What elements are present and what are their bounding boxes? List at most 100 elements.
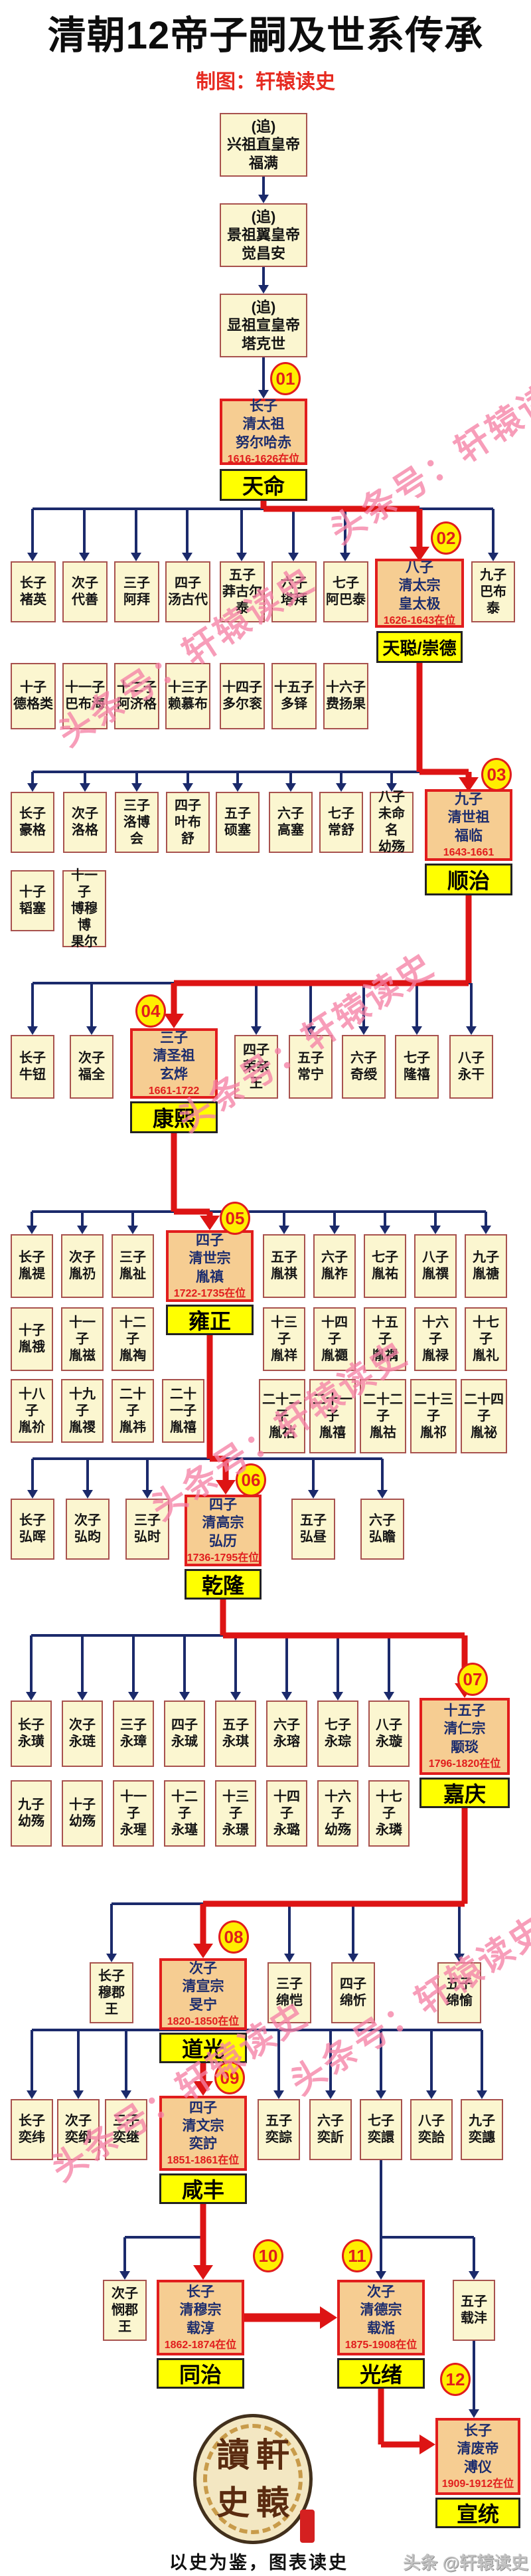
emperor-name: 长子 清废帝 溥仪 xyxy=(457,2423,499,2475)
page-title: 清朝12帝子嗣及世系传承 xyxy=(47,14,484,57)
person-box: 五子 硕塞 xyxy=(216,792,260,853)
era-label: 乾隆 xyxy=(185,1569,262,1600)
person-box: 八子 未命名 幼殇 xyxy=(370,790,414,854)
person-box: 长子 弘晖 xyxy=(11,1499,54,1560)
person-box: 十二子 阿济格 xyxy=(114,663,159,729)
person-box: 十子 胤䄉 xyxy=(11,1307,53,1371)
succession-badge: 11 xyxy=(342,2239,372,2272)
person-box: 四子 绵忻 xyxy=(331,1962,375,2023)
era-label: 嘉庆 xyxy=(419,1778,510,1808)
person-box: 十二子 胤祹 xyxy=(112,1307,154,1371)
person-box: 十七子 胤礼 xyxy=(465,1307,507,1371)
person-box: 十一子 巴布海 xyxy=(62,663,108,729)
person-box: 六子 奇绶 xyxy=(342,1035,386,1099)
person-box: 十子 幼殇 xyxy=(62,1780,103,1847)
person-box: 九子 奕譓 xyxy=(461,2099,503,2160)
emperor-reign-years: 1626-1643在位 xyxy=(383,614,456,626)
person-box: 二十一子 胤禧 xyxy=(162,1379,204,1443)
person-box: 二十一 子 胤禧 xyxy=(309,1379,356,1453)
person-box: 八子 永干 xyxy=(449,1035,493,1099)
person-box: 三子 绵恺 xyxy=(267,1962,311,2023)
person-box: 二十三 子 胤祁 xyxy=(410,1379,457,1453)
succession-badge: 09 xyxy=(214,2061,245,2094)
person-box: 次子 胤礽 xyxy=(61,1234,104,1298)
person-box: 十八子 胤祄 xyxy=(11,1379,53,1443)
succession-badge: 04 xyxy=(135,994,166,1028)
person-box: 六子 永瑢 xyxy=(266,1701,307,1767)
diagonal-watermark: 头条号：轩辕读史 xyxy=(283,1908,531,2103)
person-box: 五子 胤祺 xyxy=(263,1234,305,1298)
emperor-reign-years: 1862-1874在位 xyxy=(164,2339,237,2351)
person-box: 五子 弘昼 xyxy=(291,1499,335,1560)
era-label: 顺治 xyxy=(425,864,512,895)
emperor-name: 次子 清德宗 载湉 xyxy=(360,2284,402,2336)
succession-badge: 05 xyxy=(220,1202,250,1235)
succession-badge: 01 xyxy=(270,362,301,395)
emperor-name: 十五子 清仁宗 颙琰 xyxy=(443,1703,486,1755)
seal-char: 軒 xyxy=(256,2437,289,2474)
era-label: 雍正 xyxy=(166,1305,254,1335)
person-box: 三子 洛博会 xyxy=(115,792,159,853)
emperor-name: 长子 清穆宗 载淳 xyxy=(179,2284,222,2336)
person-box: 十二子 永璂 xyxy=(164,1780,205,1847)
succession-badge: 12 xyxy=(440,2363,471,2396)
person-box: 三子 弘时 xyxy=(125,1499,169,1560)
person-box: 十五子 胤禑 xyxy=(364,1307,406,1371)
era-label: 道光 xyxy=(159,2033,247,2063)
person-box: 十子 德格类 xyxy=(11,663,56,729)
emperor-name: 八子 清太宗 皇太极 xyxy=(398,560,441,612)
seal-char: 讀 xyxy=(216,2437,250,2474)
emperor-reign-years: 1875-1908在位 xyxy=(344,2339,417,2351)
era-label: 光绪 xyxy=(337,2358,425,2389)
succession-badge: 08 xyxy=(218,1920,249,1954)
person-box: 长子 永璜 xyxy=(11,1701,52,1767)
page-subtitle: 制图：轩辕读史 xyxy=(196,71,335,93)
credit-watermark: 头条 @轩辕读史 xyxy=(403,2553,528,2573)
era-label: 康熙 xyxy=(130,1101,218,1133)
seal-ring xyxy=(203,2424,303,2534)
person-box: 四子 汤古代 xyxy=(165,561,210,622)
person-box: 五子 常宁 xyxy=(289,1035,333,1099)
person-box: 三子 永璋 xyxy=(113,1701,154,1767)
person-box: 五子 永琪 xyxy=(215,1701,256,1767)
ancestor-box: (追) 显祖宣皇帝 塔克世 xyxy=(220,294,307,357)
person-box: 九子 胤禟 xyxy=(465,1234,507,1298)
tagline: 以史为鉴，图表读史 xyxy=(169,2553,348,2573)
person-box: 四子 荣亲王 xyxy=(234,1035,278,1099)
person-box: 三子 奕继 xyxy=(105,2099,147,2160)
person-box: 次子 永琏 xyxy=(62,1701,103,1767)
succession-badge: 10 xyxy=(253,2239,283,2272)
era-label: 宣统 xyxy=(435,2498,520,2528)
person-box: 六子 奕訢 xyxy=(309,2099,352,2160)
person-box: 长子 豪格 xyxy=(11,792,54,853)
person-box: 八子 奕詥 xyxy=(410,2099,453,2160)
person-box: 六子 胤祚 xyxy=(313,1234,356,1298)
era-label: 咸丰 xyxy=(159,2173,247,2204)
person-box: 次子 洛格 xyxy=(63,792,107,853)
ancestor-box: (追) 兴祖直皇帝 福满 xyxy=(220,113,307,177)
person-box: 七子 阿巴泰 xyxy=(323,561,368,622)
emperor-name: 四子 清文宗 奕詝 xyxy=(182,2100,224,2152)
person-box: 五子 莽古尔 泰 xyxy=(220,561,265,622)
seal-char: 史 xyxy=(216,2484,250,2522)
person-box: 七子 常舒 xyxy=(319,792,363,853)
era-label: 天命 xyxy=(220,469,307,501)
seal-char: 轅 xyxy=(256,2484,289,2522)
person-box: 七子 胤祐 xyxy=(364,1234,406,1298)
person-box: 四子 叶布舒 xyxy=(166,792,210,853)
person-box: 四子 永珹 xyxy=(164,1701,205,1767)
person-box: 十一子 胤禌 xyxy=(61,1307,104,1371)
person-box: 十六子 幼殇 xyxy=(317,1780,358,1847)
person-box: 十六子 费扬果 xyxy=(323,663,368,729)
person-box: 长子 奕纬 xyxy=(11,2099,53,2160)
person-box: 十四子 多尔衮 xyxy=(220,663,265,729)
person-box: 二十子 胤祎 xyxy=(112,1379,154,1443)
person-box: 二十二 子 胤祜 xyxy=(360,1379,406,1453)
person-box: 五子 绵愉 xyxy=(437,1962,481,2023)
